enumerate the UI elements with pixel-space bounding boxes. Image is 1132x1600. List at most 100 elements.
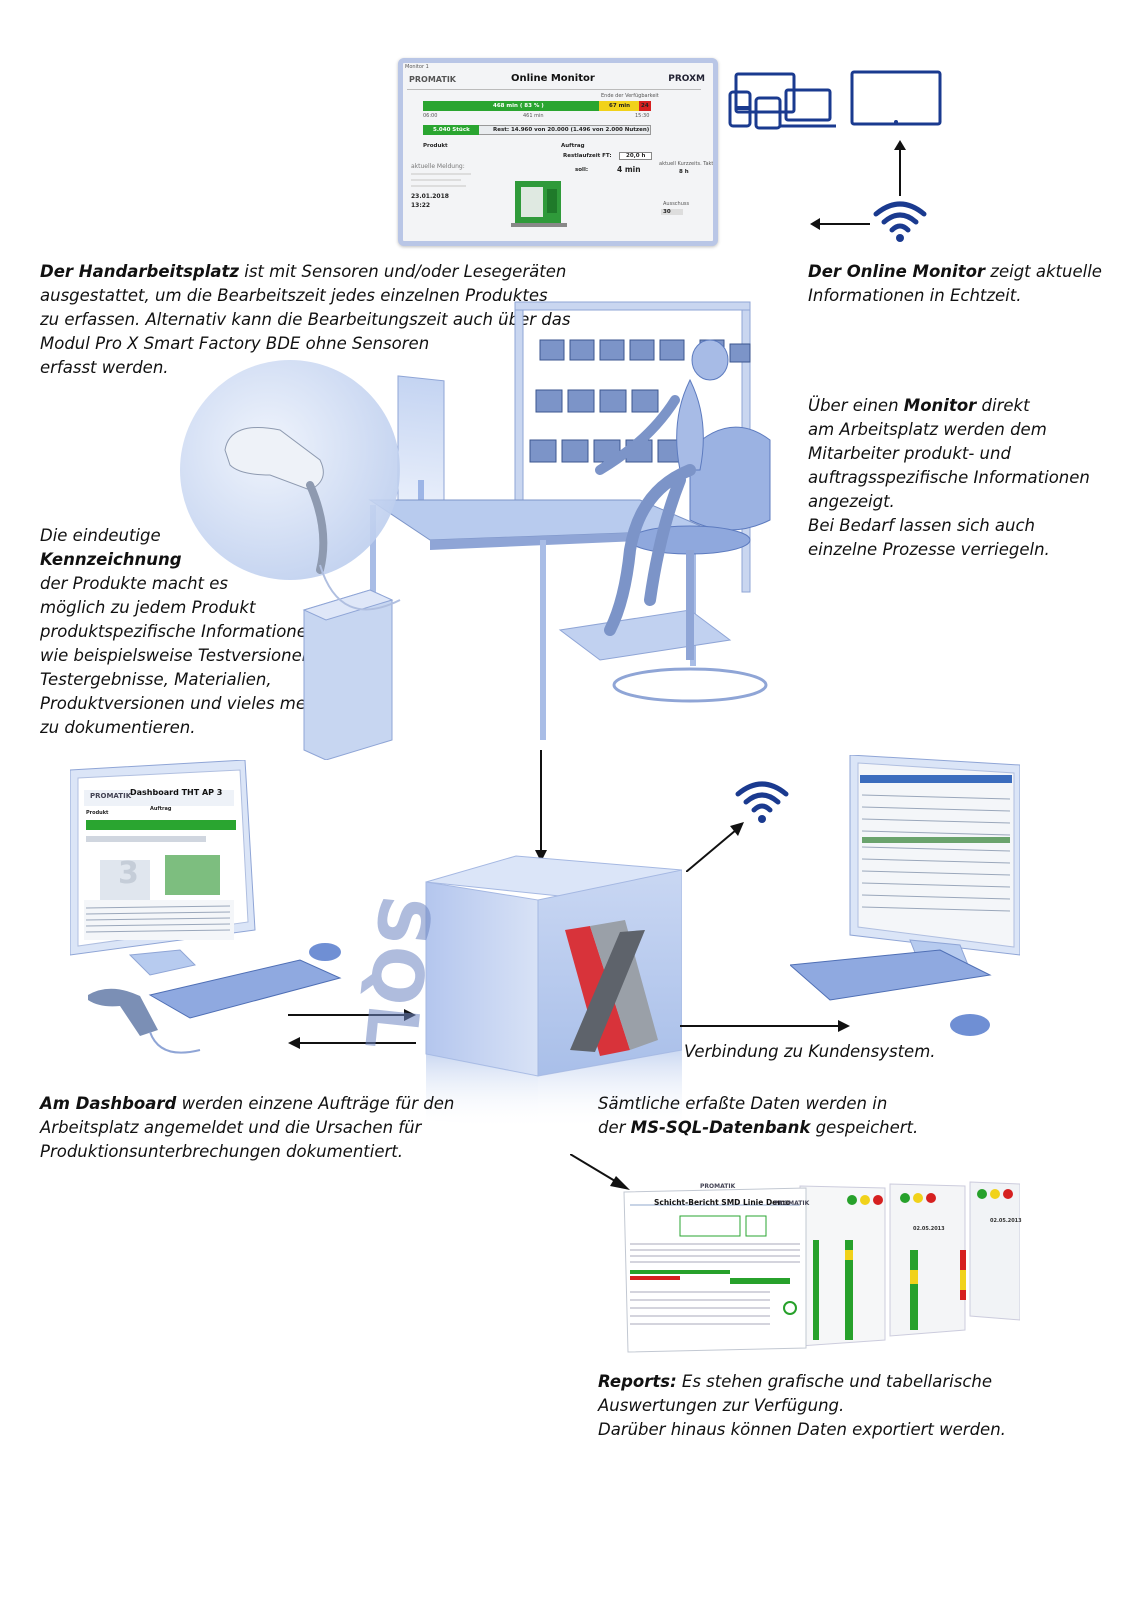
caption-text: zeigt aktuelle: [985, 262, 1102, 281]
availability-yellow-text: 67 min: [609, 103, 631, 109]
restlaufzeit-value: 20,0 h: [619, 152, 653, 160]
caption-bold: Kennzeichnung: [40, 550, 182, 569]
machine-thumbnail: [511, 181, 567, 227]
promatik-logo: PROMATIK: [409, 75, 456, 84]
availability-label: Ende der Verfügbarkeit: [601, 93, 659, 99]
caption-line: Auswertungen zur Verfügung.: [598, 1396, 845, 1415]
caption-line: Testergebnisse, Materialien,: [40, 670, 272, 689]
caption-line: Mitarbeiter produkt- und: [808, 444, 1011, 463]
sql-database-cube: [425, 855, 682, 1130]
report-date: 02.05.2013: [913, 1226, 945, 1232]
time-start: 06:00: [423, 113, 438, 119]
dashboard-logo: PROMATIK: [90, 792, 132, 800]
count-bar-text: 5.040 Stück: [433, 127, 470, 133]
caption-bold: Am Dashboard: [40, 1094, 177, 1113]
dashboard-title: Dashboard THT AP 3: [130, 788, 223, 797]
caption-handarbeitsplatz: Der Handarbeitsplatz ist mit Sensoren un…: [40, 260, 570, 380]
caption-line: angezeigt.: [808, 492, 895, 511]
caption-line: Bei Bedarf lassen sich auch: [808, 516, 1035, 535]
arrow-down-icon: [535, 750, 547, 862]
caption-text: Über einen: [808, 396, 904, 415]
barcode-scanner-icon: [224, 427, 401, 611]
meldung-line: [411, 179, 461, 181]
caption-kennzeichnung: Die eindeutige Kennzeichnung der Produkt…: [40, 524, 323, 740]
caption-bold: Monitor: [903, 396, 977, 415]
caption-text: werden einzene Aufträge für den: [176, 1094, 455, 1113]
caption-dashboard: Am Dashboard werden einzene Aufträge für…: [40, 1092, 454, 1164]
dashboard-produkt-label: Produkt: [86, 810, 109, 816]
caption-line: einzelne Prozesse verriegeln.: [808, 540, 1050, 559]
time-mid: 461 min: [523, 113, 544, 119]
ausschuss-value: 30: [661, 209, 683, 215]
workstation-illustration: [180, 301, 771, 760]
produkt-label: Produkt: [423, 143, 448, 149]
caption-line: Sämtliche erfaßte Daten werden in: [598, 1094, 888, 1113]
caption-line: wie beispielsweise Testversionen,: [40, 646, 318, 665]
caption-bold: Der Handarbeitsplatz: [40, 262, 239, 281]
dashboard-big-number: 3: [118, 856, 139, 891]
caption-bold: MS-SQL-Datenbank: [630, 1118, 811, 1137]
caption-text: ist mit Sensoren und/oder Lesegeräten: [239, 262, 567, 281]
wifi-icon: [873, 201, 927, 242]
caption-line: am Arbeitsplatz werden dem: [808, 420, 1047, 439]
time-end: 15:30: [635, 113, 650, 119]
ausschuss-label: Ausschuss: [663, 201, 690, 207]
caption-line: möglich zu jedem Produkt: [40, 598, 256, 617]
divider: [407, 89, 701, 90]
caption-line: Informationen in Echtzeit.: [808, 286, 1022, 305]
reports-illustration: [623, 1181, 1020, 1353]
rest-text: Rest: 14.960 von 20.000 (1.496 von 2.000…: [493, 127, 650, 133]
meldung-label: aktuelle Meldung:: [411, 163, 465, 170]
caption-monitor: Über einen Monitor direkt am Arbeitsplat…: [808, 394, 1090, 562]
caption-datenbank: Sämtliche erfaßte Daten werden in der MS…: [598, 1092, 918, 1140]
arrow-up-icon: [894, 140, 906, 196]
report-title: Schicht-Bericht SMD Linie Demo: [654, 1198, 791, 1207]
caption-text: der: [598, 1118, 631, 1137]
proxm-logo: PROXM: [668, 74, 705, 84]
auftrag-label: Auftrag: [561, 143, 585, 149]
caption-line: auftragsspezifische Informationen: [808, 468, 1090, 487]
availability-red-text: 24: [641, 103, 649, 109]
soll-value: 4 min: [617, 165, 641, 174]
caption-line: produktspezifische Informationen: [40, 622, 318, 641]
restlaufzeit-label: Restlaufzeit FT:: [563, 153, 612, 159]
caption-bold: Reports:: [598, 1372, 677, 1391]
caption-line: Die eindeutige: [40, 526, 161, 545]
caption-line: Darüber hinaus können Daten exportiert w…: [598, 1420, 1006, 1439]
availability-bar-red: 24: [639, 101, 651, 111]
arrows-bidirectional-icon: [288, 1009, 416, 1049]
online-monitor-title: Online Monitor: [511, 73, 595, 84]
caption-line: Arbeitsplatz angemeldet und die Ursachen…: [40, 1118, 422, 1137]
meldung-line: [411, 173, 471, 175]
date: 23.01.2018: [411, 193, 449, 200]
caption-text: direkt: [976, 396, 1030, 415]
online-monitor-screenshot: Monitor 1 PROMATIK Online Monitor PROXM …: [398, 58, 718, 246]
availability-bar-text: 468 min ( 83 % ): [493, 103, 544, 109]
wifi-icon: [735, 781, 789, 823]
monitor-header-label: Monitor 1: [405, 64, 429, 70]
report-date: 02.05.2013: [990, 1218, 1022, 1224]
caption-line: Produktversionen und vieles mehr: [40, 694, 324, 713]
takt-value: 8 h: [679, 169, 689, 175]
caption-text: gespeichert.: [810, 1118, 919, 1137]
soll-label: soll:: [575, 167, 589, 173]
devices-icon: [728, 70, 942, 130]
time: 13:22: [411, 202, 431, 209]
availability-bar-yellow: 67 min: [599, 101, 639, 111]
report-logo-right: PROMATIK: [774, 1200, 810, 1207]
caption-bold: Der Online Monitor: [808, 262, 986, 281]
x-logo-label: X: [520, 900, 527, 911]
caption-online-monitor: Der Online Monitor zeigt aktuelle Inform…: [808, 260, 1102, 308]
caption-verbindung: Verbindung zu Kundensystem.: [684, 1040, 936, 1064]
report-logo: PROMATIK: [700, 1183, 736, 1190]
count-bar-fill: 5.040 Stück: [423, 125, 479, 135]
caption-text: Es stehen grafische und tabellarische: [676, 1372, 993, 1391]
arrow-left-icon: [810, 218, 870, 230]
customer-system-computer-illustration: [790, 755, 1020, 1036]
caption-line: Modul Pro X Smart Factory BDE ohne Senso…: [40, 334, 430, 353]
caption-line: ausgestattet, um die Bearbeitszeit jedes…: [40, 286, 548, 305]
sql-label: SQL: [348, 891, 446, 1054]
caption-reports: Reports: Es stehen grafische und tabella…: [598, 1370, 1006, 1442]
caption-line: Produktionsunterbrechungen dokumentiert.: [40, 1142, 403, 1161]
meldung-line: [411, 185, 466, 187]
